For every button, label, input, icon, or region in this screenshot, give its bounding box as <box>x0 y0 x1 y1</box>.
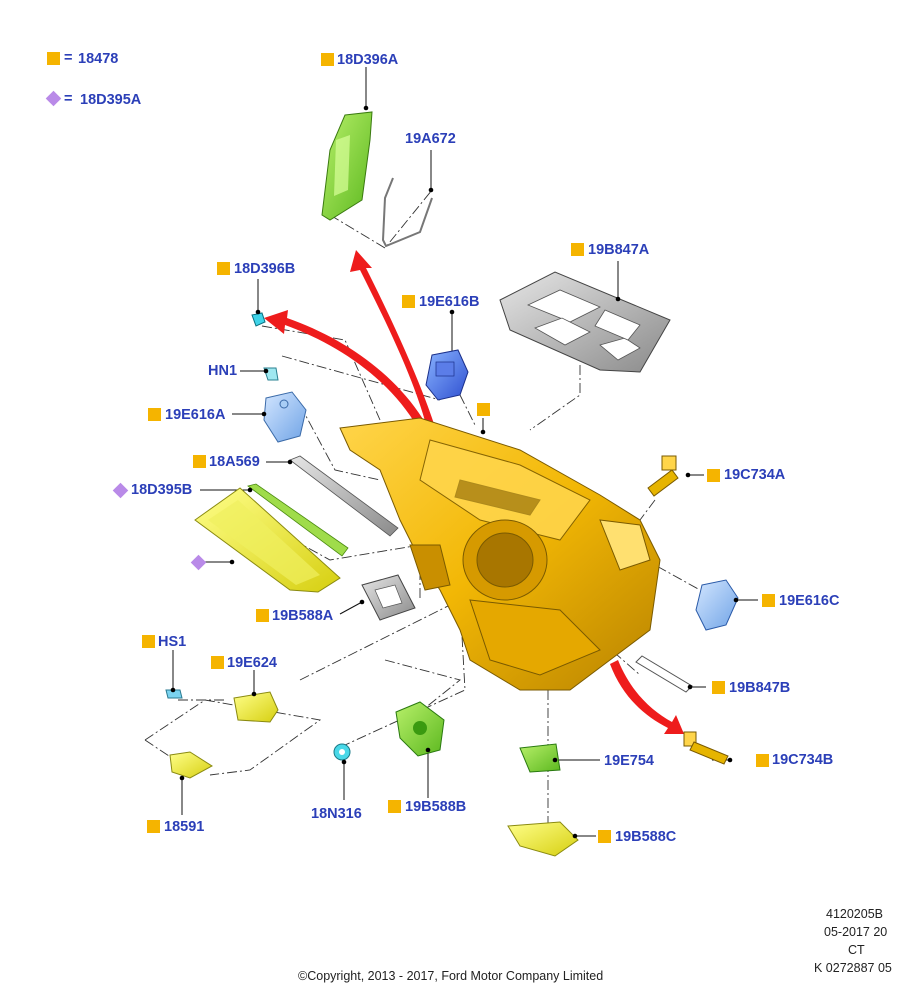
legend-equals: = <box>64 50 73 66</box>
ring-18N316-hole <box>339 749 345 755</box>
ref-line-1: 4120205B <box>826 907 884 921</box>
callout-19B588A[interactable]: 19B588A <box>272 608 334 624</box>
actuator-19E616A <box>263 391 307 443</box>
marker-square <box>256 609 269 622</box>
red-arrows <box>264 250 684 734</box>
marker-square <box>571 243 584 256</box>
rail-18D395B <box>247 483 349 557</box>
door-18D396A <box>321 111 373 221</box>
sensor-19C734A <box>647 455 679 497</box>
marker-square <box>712 681 725 694</box>
screw-HS1 <box>165 689 183 699</box>
seal-19B588C <box>507 821 579 857</box>
callout-19E624[interactable]: 19E624 <box>227 655 277 671</box>
marker-square <box>211 656 224 669</box>
callout-19E754[interactable]: 19E754 <box>604 753 654 769</box>
seal-19B588B <box>395 701 445 757</box>
callout-HN1[interactable]: HN1 <box>208 363 238 379</box>
marker-square <box>756 754 769 767</box>
arrow-up-left-long <box>350 250 436 432</box>
seal-19B588A <box>361 574 416 621</box>
ref-line-2: 05-2017 20 <box>824 925 888 939</box>
callout-19B847B[interactable]: 19B847B <box>729 680 791 696</box>
copyright-text: ©Copyright, 2013 - 2017, Ford Motor Comp… <box>298 969 604 983</box>
ref-line-3: CT <box>848 943 865 957</box>
callout-18D396B[interactable]: 18D396B <box>234 261 296 277</box>
callout-19A672[interactable]: 19A672 <box>405 131 456 147</box>
ref-line-4: K 0272887 05 <box>814 961 892 975</box>
marker-square <box>142 635 155 648</box>
marker-square <box>147 820 160 833</box>
callout-19C734B[interactable]: 19C734B <box>772 752 834 768</box>
marker-square <box>762 594 775 607</box>
marker-square <box>402 295 415 308</box>
wire-19A672 <box>381 177 433 248</box>
leader-dots <box>170 105 739 839</box>
filter-frame-19B847A <box>499 271 671 373</box>
legend-code-diamond: 18D395A <box>80 92 142 108</box>
callout-18591[interactable]: 18591 <box>164 819 205 835</box>
marker-square <box>193 455 206 468</box>
marker-square <box>707 469 720 482</box>
valve-19E754 <box>519 743 561 773</box>
clip-18D396B <box>251 312 266 327</box>
callout-19E616A[interactable]: 19E616A <box>165 407 226 423</box>
leader-lines <box>172 67 758 837</box>
callout-18A569[interactable]: 18A569 <box>209 454 260 470</box>
resistor-19E624 <box>233 691 279 723</box>
callout-19E616C[interactable]: 19E616C <box>779 593 840 609</box>
seal-18A569 <box>289 455 399 537</box>
actuator-19E616B <box>425 349 469 401</box>
seal-19B847B <box>635 655 693 693</box>
heater-housing <box>339 417 661 691</box>
door-yellow <box>194 487 341 593</box>
legend-equals: = <box>64 91 73 107</box>
callout-19B847A[interactable]: 19B847A <box>588 242 650 258</box>
sensor-19C734B <box>683 731 729 765</box>
actuator-19E616C <box>695 579 739 631</box>
callout-19B588C[interactable]: 19B588C <box>615 829 677 845</box>
marker-square <box>148 408 161 421</box>
callout-HS1[interactable]: HS1 <box>158 634 187 650</box>
legend-code-square: 18478 <box>78 51 119 67</box>
callout-19E616B[interactable]: 19E616B <box>419 294 480 310</box>
marker-square <box>217 262 230 275</box>
callout-18N316[interactable]: 18N316 <box>311 806 362 822</box>
marker-square-housing <box>477 403 490 416</box>
connector-18591 <box>169 751 213 779</box>
marker-square <box>388 800 401 813</box>
legend-square-marker <box>47 52 60 65</box>
marker-square <box>598 830 611 843</box>
marker-square <box>321 53 334 66</box>
callout-18D396A[interactable]: 18D396A <box>337 52 399 68</box>
callout-19C734A[interactable]: 19C734A <box>724 467 786 483</box>
callout-19B588B[interactable]: 19B588B <box>405 799 467 815</box>
arrow-down-right <box>610 660 684 734</box>
arrow-up-left-short <box>264 310 426 428</box>
callout-18D395B[interactable]: 18D395B <box>131 482 193 498</box>
